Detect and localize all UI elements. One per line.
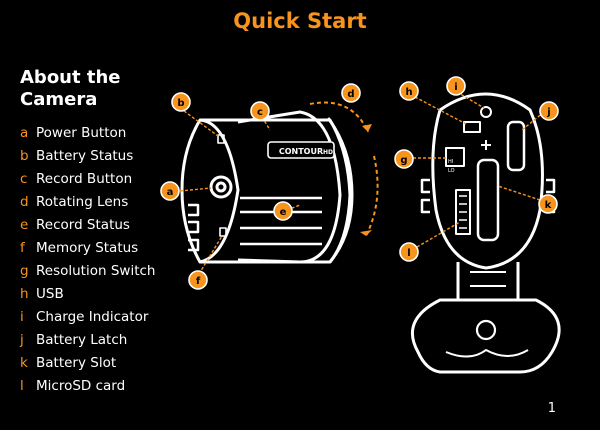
legend-letter: j — [20, 332, 24, 348]
callout-badge-f: f — [188, 270, 208, 290]
legend-letter: i — [20, 309, 24, 325]
legend-item: f Memory Status — [20, 237, 155, 260]
legend-label: Record Button — [36, 171, 133, 187]
legend-label: Battery Slot — [36, 355, 117, 371]
svg-text:k: k — [545, 200, 552, 211]
svg-text:j: j — [546, 107, 550, 118]
callout-badge-c: c — [250, 101, 270, 121]
legend-label: Power Button — [36, 125, 127, 141]
legend-item: g Resolution Switch — [20, 260, 155, 283]
svg-text:a: a — [167, 187, 174, 198]
camera-brand-text: CONTOUR — [279, 147, 323, 156]
legend-label: Battery Latch — [36, 332, 128, 348]
callout-badge-b: b — [171, 92, 191, 112]
legend-label: Memory Status — [36, 240, 139, 256]
callout-badge-a: a — [160, 181, 180, 201]
legend-letter: l — [20, 378, 24, 394]
callout-badge-l: l — [399, 242, 419, 262]
callout-badge-j: j — [539, 101, 559, 121]
legend-letter: a — [20, 125, 29, 141]
parts-legend: a Power Button b Battery Status c Record Bu… — [20, 122, 155, 398]
legend-item: l MicroSD card — [20, 375, 155, 398]
legend-item: h USB — [20, 283, 155, 306]
svg-text:e: e — [280, 207, 287, 218]
legend-letter: h — [20, 286, 29, 302]
camera-back-view — [410, 92, 561, 374]
legend-label: Rotating Lens — [36, 194, 129, 210]
legend-letter: f — [20, 240, 25, 256]
switch-label-lo: LO — [448, 168, 455, 174]
svg-text:l: l — [407, 248, 410, 259]
page-number: 1 — [547, 401, 556, 416]
rotation-arrowhead-icon — [360, 230, 372, 236]
section-heading: About the Camera — [20, 67, 121, 111]
callout-badge-d: d — [341, 83, 361, 103]
callout-leaders — [179, 91, 545, 275]
legend-letter: c — [20, 171, 28, 187]
callout-badge-h: h — [399, 81, 419, 101]
legend-label: MicroSD card — [36, 378, 126, 394]
svg-text:b: b — [177, 98, 184, 109]
callout-badge-i: i — [446, 76, 466, 96]
callout-badge-k: k — [538, 194, 558, 214]
legend-item: a Power Button — [20, 122, 155, 145]
legend-letter: e — [20, 217, 29, 233]
legend-letter: b — [20, 148, 29, 164]
legend-label: Record Status — [36, 217, 130, 233]
section-heading-line1: About the — [20, 67, 121, 88]
legend-item: i Charge Indicator — [20, 306, 155, 329]
legend-item: b Battery Status — [20, 145, 155, 168]
legend-letter: k — [20, 355, 28, 371]
camera-side-view — [180, 110, 354, 264]
svg-text:h: h — [405, 87, 412, 98]
svg-text:d: d — [347, 89, 354, 100]
legend-label: Battery Status — [36, 148, 134, 164]
legend-item: d Rotating Lens — [20, 191, 155, 214]
legend-item: e Record Status — [20, 214, 155, 237]
svg-text:c: c — [257, 107, 263, 118]
camera-model-text: HD — [323, 149, 333, 156]
callout-badge-g: g — [394, 149, 414, 169]
section-heading-line2: Camera — [20, 89, 98, 110]
svg-text:g: g — [400, 155, 407, 166]
page-title: Quick Start — [233, 9, 367, 33]
svg-text:f: f — [196, 276, 201, 287]
legend-item: c Record Button — [20, 168, 155, 191]
legend-letter: d — [20, 194, 29, 210]
svg-text:i: i — [454, 82, 457, 93]
callout-badge-e: e — [273, 201, 293, 221]
legend-item: j Battery Latch — [20, 329, 155, 352]
legend-label: Resolution Switch — [36, 263, 156, 279]
rotation-arrowhead-icon — [362, 124, 372, 132]
legend-item: k Battery Slot — [20, 352, 155, 375]
legend-label: Charge Indicator — [36, 309, 149, 325]
legend-label: USB — [36, 286, 64, 302]
legend-letter: g — [20, 263, 29, 279]
switch-label-hi: HI — [448, 159, 453, 165]
